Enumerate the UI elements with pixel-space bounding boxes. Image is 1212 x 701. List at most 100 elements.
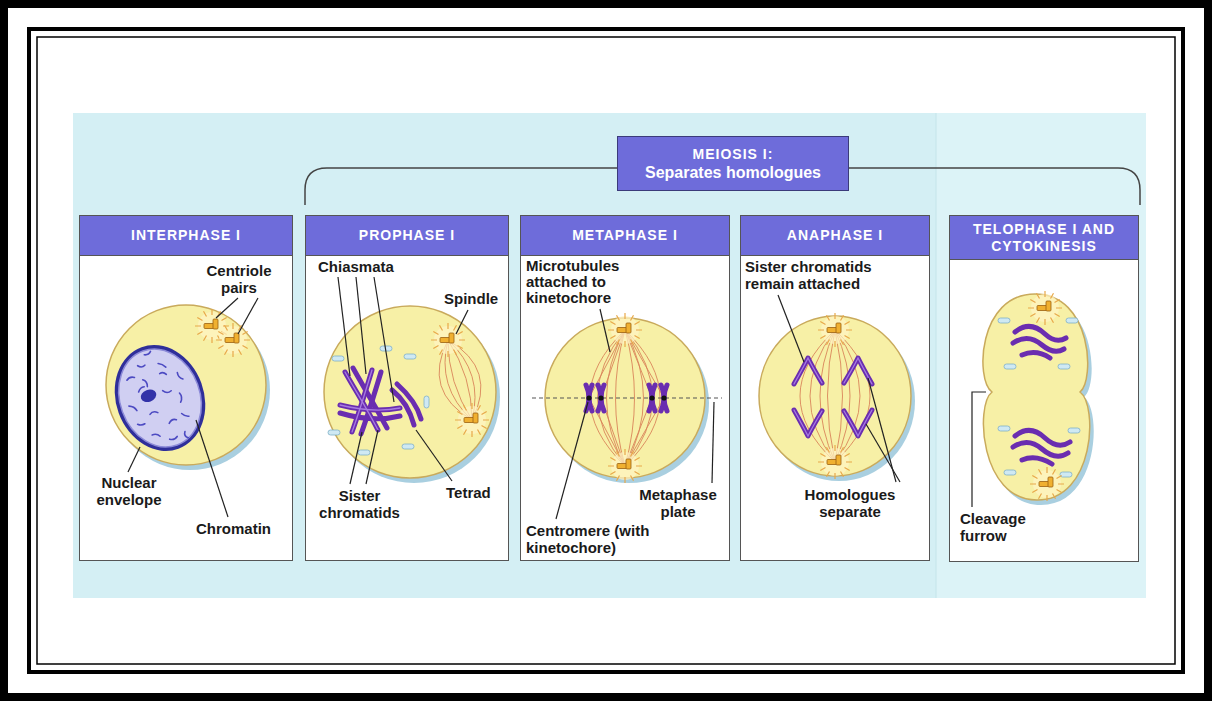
leader-line (972, 392, 986, 507)
annotation-label: Centriole pairs (190, 262, 288, 296)
anaphase-cell (759, 313, 915, 481)
chromosome (586, 385, 667, 411)
metaphase-cell (608, 313, 642, 347)
prophase-cell (324, 306, 500, 483)
leader-line (712, 402, 714, 483)
chromosome (649, 395, 654, 400)
leader-line (356, 277, 366, 374)
banner-subtitle: Separates homologues (645, 163, 821, 183)
interphase-cell (126, 376, 134, 380)
chromosome (340, 405, 400, 410)
panel-ground (740, 215, 930, 561)
envelope-fragment (328, 346, 429, 455)
interphase-cell (150, 410, 158, 415)
interphase-cell (138, 363, 145, 368)
chromosome (794, 410, 822, 436)
cyan-panel (73, 113, 1146, 598)
leader-line (556, 402, 588, 519)
chromosome (794, 410, 822, 436)
telophase-cells (983, 291, 1094, 505)
spindle (835, 330, 860, 462)
telophase-cells (1030, 467, 1064, 501)
spindle (810, 330, 835, 462)
annotation-label: Tetrad (446, 484, 506, 501)
interphase-cell (105, 337, 214, 458)
panel-ground (79, 215, 1139, 562)
envelope-fragment (1058, 364, 1070, 369)
background-frame (37, 37, 1175, 664)
envelope-fragment (998, 318, 1080, 477)
panel-ground (305, 215, 509, 561)
envelope-fragment (332, 356, 344, 361)
anaphase-cell (818, 313, 852, 347)
interphase-cell (144, 351, 151, 355)
spindle (835, 330, 843, 462)
phase-title: TELOPHASE I AND CYTOKINESIS (972, 221, 1116, 255)
banner-heading: MEIOSIS I: (693, 145, 774, 163)
leader-line (600, 309, 610, 352)
envelope-fragment (328, 430, 340, 435)
phase-header: TELOPHASE I AND CYTOKINESIS (950, 216, 1138, 260)
chromosome (794, 358, 872, 436)
leader-line (972, 392, 986, 507)
spindle (828, 330, 836, 462)
interphase-cell (177, 372, 183, 381)
interphase-cell (158, 362, 166, 370)
envelope-fragment (998, 426, 1010, 431)
envelope-fragment (1066, 318, 1078, 323)
chromosome (1013, 326, 1070, 464)
phase-title: PROPHASE I (358, 227, 456, 244)
leader-line (366, 430, 378, 484)
prophase-cell (324, 306, 496, 478)
chromosome (361, 372, 381, 434)
leader-line (868, 378, 896, 482)
stage-group-banner: MEIOSIS I:Separates homologues (617, 136, 849, 191)
spindle (800, 330, 870, 462)
interphase-cell (100, 305, 270, 470)
annotation-label: Chromatin (196, 520, 290, 537)
chromosome (844, 358, 872, 384)
prophase-cell (455, 403, 489, 437)
chromosome (586, 395, 591, 400)
background-frame (4, 4, 1208, 697)
interphase-cell (163, 388, 172, 394)
background-frame (29, 29, 1183, 672)
annotation-label: Sister chromatids (312, 487, 407, 521)
leader-line (416, 430, 452, 481)
annotation-label: Microtubules attached to kinetochore (526, 258, 646, 306)
leader-line (128, 447, 140, 472)
leader-line (778, 295, 804, 362)
envelope-fragment (1004, 470, 1016, 475)
chromosome (1013, 338, 1064, 351)
interphase-cell (170, 436, 178, 440)
interphase-cell (182, 411, 189, 418)
spindle (820, 330, 835, 462)
prophase-cell (431, 323, 465, 357)
annotation-label: Spindle (444, 290, 506, 307)
chromosome (1013, 442, 1068, 456)
leader-line (238, 298, 258, 334)
interphase-cell (178, 393, 184, 402)
envelope-fragment (404, 354, 416, 359)
envelope-fragment (402, 444, 414, 449)
envelope-fragment (1068, 428, 1080, 433)
chromosome (661, 395, 666, 400)
chromosome (1022, 458, 1052, 464)
interphase-cell (143, 379, 148, 387)
cyan-panel-right (936, 113, 1146, 598)
phase-header: PROPHASE I (306, 216, 508, 256)
interphase-cell (216, 323, 250, 357)
phase-header: METAPHASE I (521, 216, 729, 256)
interphase-cell (139, 387, 158, 404)
interphase-cell (100, 332, 220, 464)
panel-ground (520, 215, 730, 561)
phase-header: ANAPHASE I (741, 216, 929, 256)
leader-line (374, 277, 394, 402)
annotation-label: Homologues separate (795, 486, 905, 520)
spindle (835, 330, 870, 462)
chromosome (1022, 353, 1050, 358)
phase-title: METAPHASE I (572, 227, 678, 244)
